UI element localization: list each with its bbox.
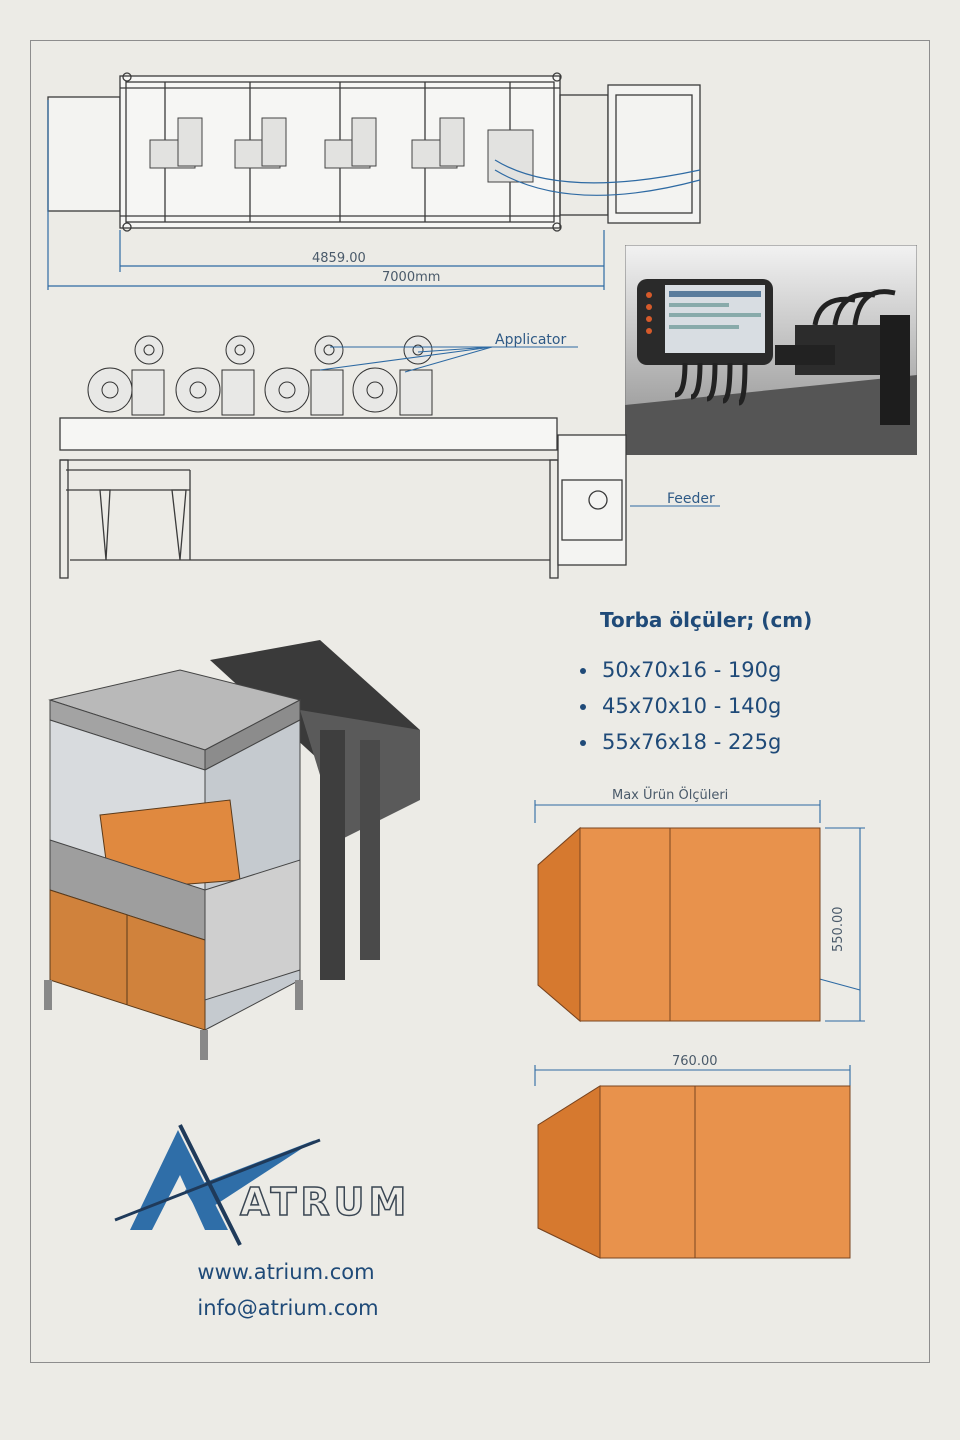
- bullet-icon: [580, 668, 586, 674]
- list-item: 50x70x16 - 190g: [580, 652, 781, 688]
- email-link[interactable]: info@atrium.com: [197, 1296, 379, 1320]
- website-link[interactable]: www.atrium.com: [197, 1260, 375, 1284]
- max-product-title: Max Ürün Ölçüleri: [612, 788, 729, 803]
- bullet-icon: [580, 740, 586, 746]
- brand-wordmark: ATRUM: [239, 1179, 411, 1225]
- side-view-drawing: [59, 335, 720, 579]
- feeder-callout: Feeder: [667, 491, 715, 507]
- control-panel-photo: [625, 245, 917, 455]
- top-view-drawing: [47, 72, 701, 290]
- applicator-callout: Applicator: [495, 332, 567, 348]
- product-width-dimension: 760.00: [672, 1054, 718, 1069]
- bag-dimensions-title: Torba ölçüler; (cm): [600, 608, 813, 632]
- list-item: 55x76x18 - 225g: [580, 724, 781, 760]
- list-item: 45x70x10 - 140g: [580, 688, 781, 724]
- drawing-sheet-border: [30, 40, 930, 1363]
- bag-spec-text: 55x76x18 - 225g: [602, 730, 782, 754]
- atrum-logo: [114, 1124, 321, 1246]
- product-box-drawing-2: [534, 1065, 851, 1259]
- bag-spec-text: 50x70x16 - 190g: [602, 658, 782, 682]
- product-box-drawing-1: [534, 800, 865, 1023]
- dimension-total-length: 7000mm: [382, 270, 441, 285]
- product-height-dimension: 550.00: [831, 906, 846, 953]
- machine-3d-view: [44, 640, 420, 1060]
- bag-dimensions-list: 50x70x16 - 190g 45x70x10 - 140g 55x76x18…: [580, 652, 781, 760]
- bag-spec-text: 45x70x10 - 140g: [602, 694, 782, 718]
- bullet-icon: [580, 704, 586, 710]
- dimension-inner-length: 4859.00: [312, 251, 366, 266]
